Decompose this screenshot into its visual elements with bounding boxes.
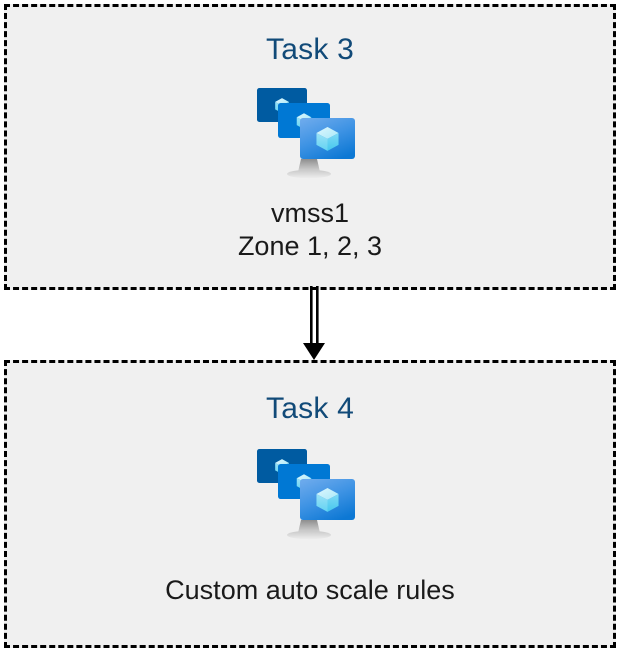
task3-title: Task 3 — [266, 33, 354, 66]
task4-title: Task 4 — [266, 392, 354, 425]
task4-caption-line-1: Custom auto scale rules — [165, 575, 455, 605]
task3-caption-line-2: Zone 1, 2, 3 — [237, 230, 383, 261]
task-box-task3: Task 3 — [4, 4, 616, 290]
task-box-task4: Task 4 — [4, 360, 616, 648]
task3-caption-line-1: vmss1 — [270, 198, 349, 228]
azure-vmss-icon — [251, 83, 369, 183]
task4-caption: Custom auto scale rules — [7, 574, 613, 607]
task3-caption: vmss1 Zone 1, 2, 3 — [7, 197, 613, 263]
azure-vmss-icon — [251, 444, 369, 544]
connector-arrow-task3-to-task4 — [296, 286, 332, 362]
